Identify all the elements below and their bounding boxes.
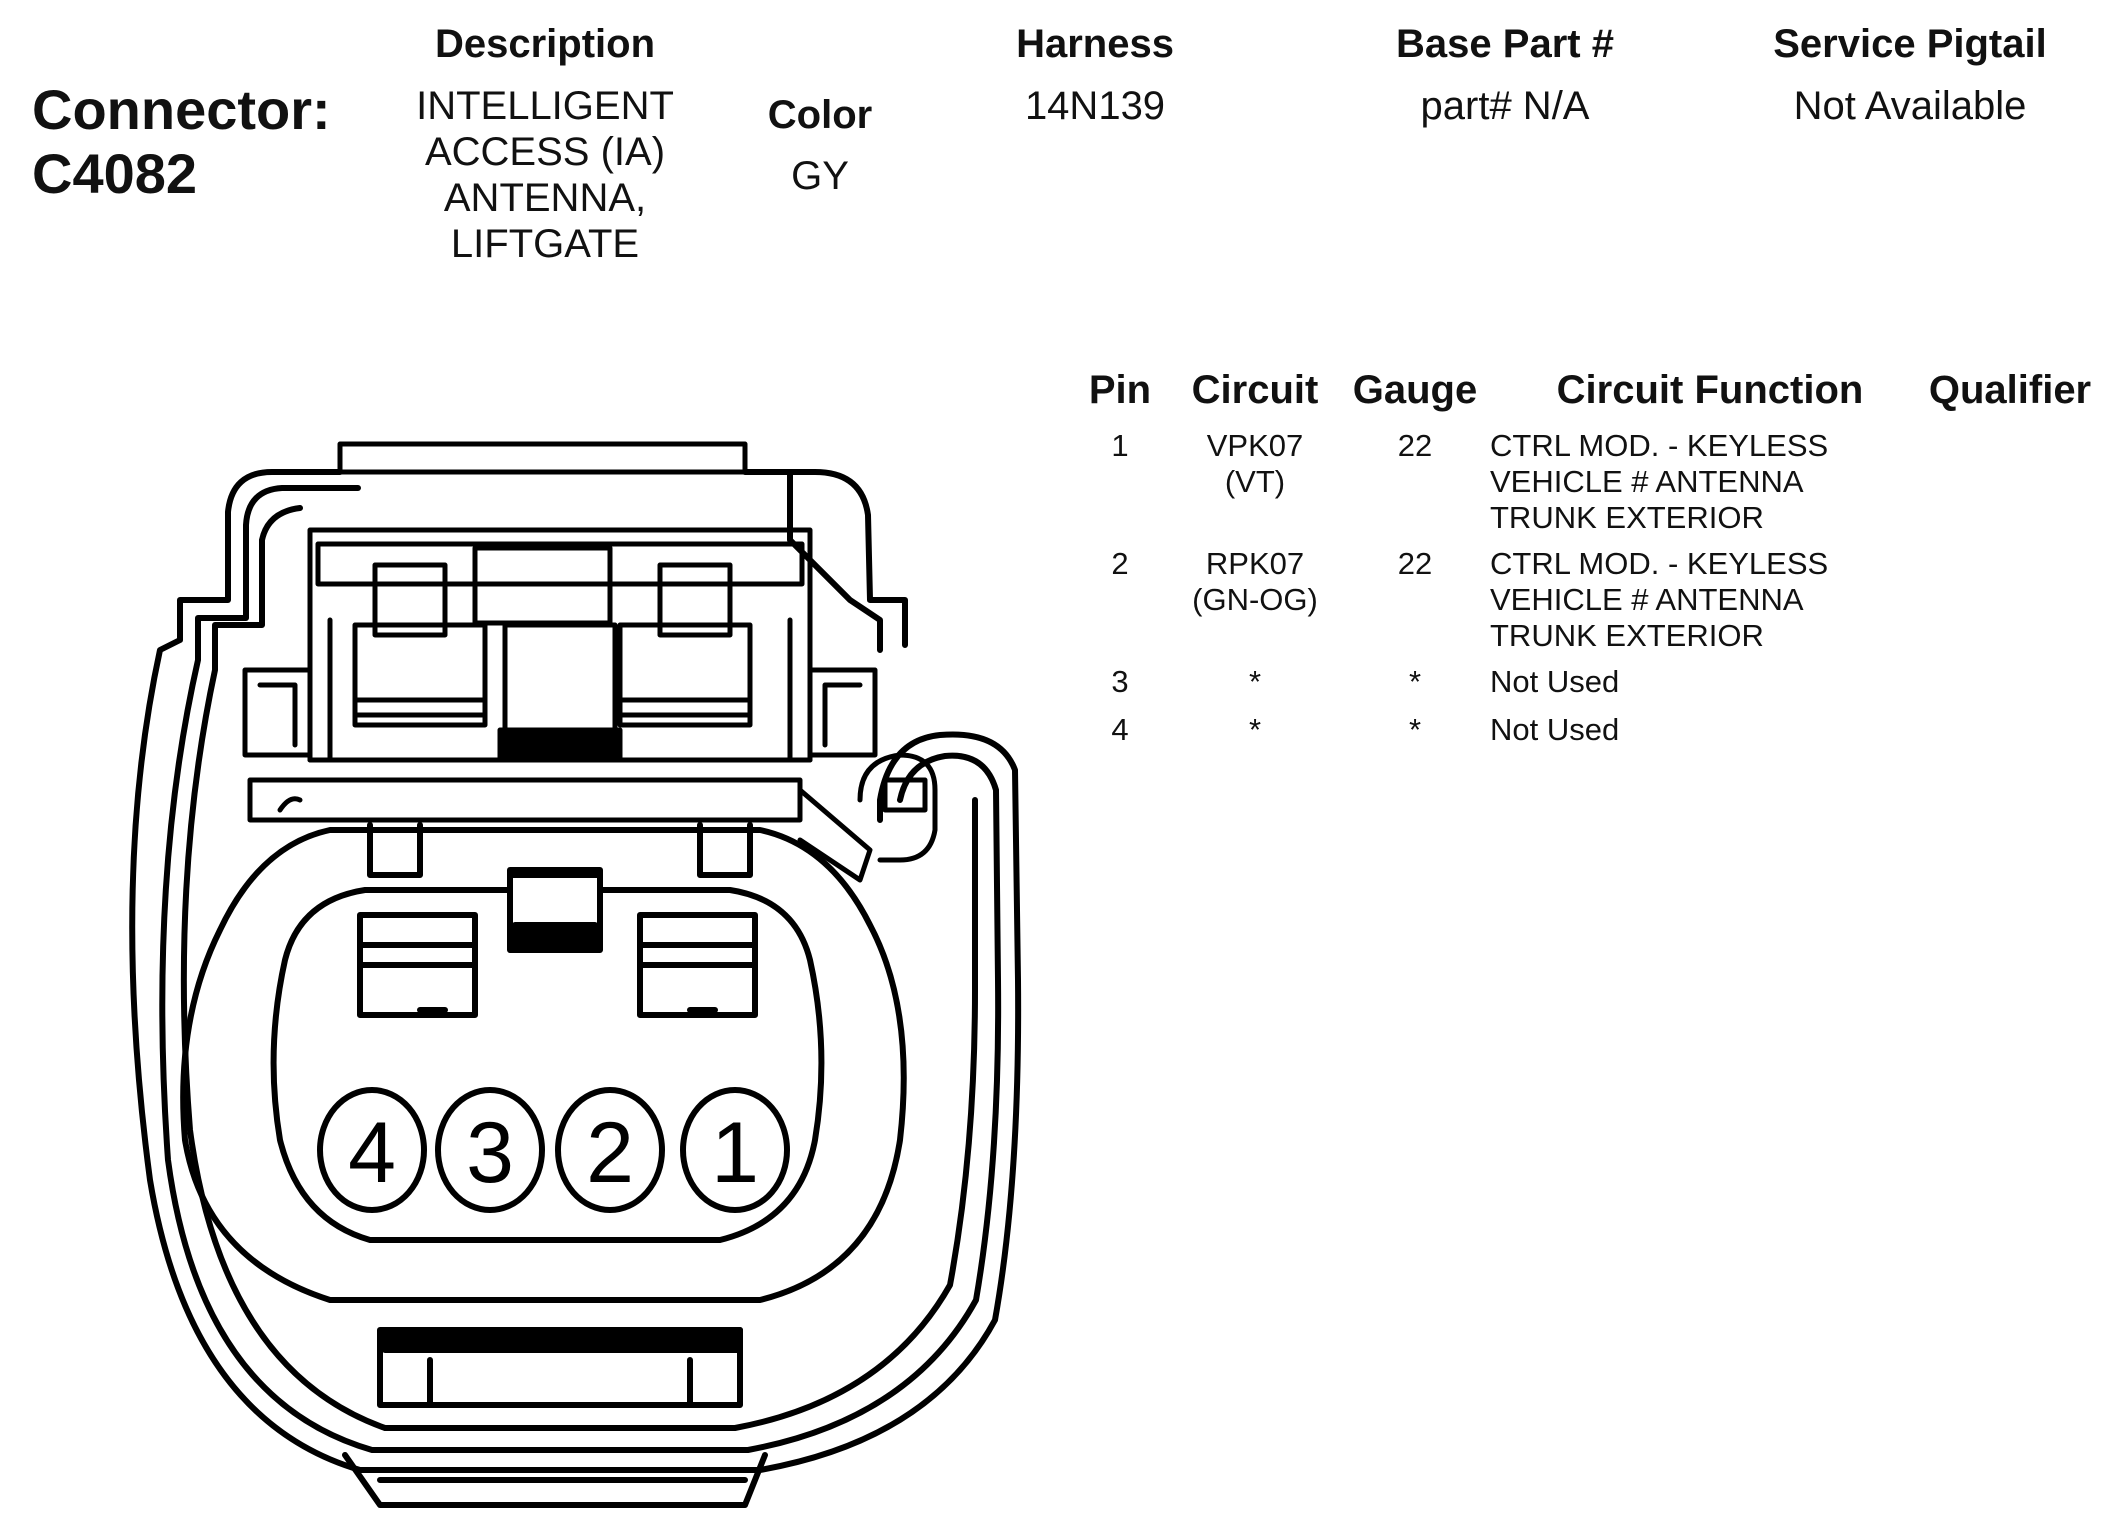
- connector-title: Connector: C4082: [32, 78, 331, 206]
- pin-4-label: 4: [348, 1105, 396, 1201]
- column-header-circuit-function: Circuit Function: [1556, 368, 1864, 412]
- connector-id: C4082: [32, 142, 198, 205]
- color-header: Color: [767, 93, 873, 137]
- function-cell: CTRL MOD. - KEYLESS VEHICLE # ANTENNA TR…: [1490, 428, 1920, 536]
- harness-value: 14N139: [1024, 84, 1166, 128]
- pin-4-circle: [317, 1087, 427, 1213]
- description-line: LIFTGATE: [450, 222, 640, 266]
- connector-label: Connector:: [32, 78, 331, 141]
- terminal-block: [242, 527, 878, 823]
- circuit-line: (VT): [1224, 464, 1286, 499]
- pin-3-circle: [435, 1087, 545, 1213]
- column-header-qualifier: Qualifier: [1928, 368, 2092, 412]
- circuit-cell: *: [1248, 664, 1262, 699]
- harness-header: Harness: [1016, 22, 1174, 66]
- column-header-gauge: Gauge: [1352, 368, 1478, 412]
- pin-cell: 3: [1111, 664, 1129, 699]
- description-line: INTELLIGENT: [416, 84, 674, 128]
- gauge-cell: *: [1408, 664, 1422, 699]
- function-line: TRUNK EXTERIOR: [1490, 500, 1764, 535]
- side-latch: [797, 752, 938, 883]
- function-line: VEHICLE # ANTENNA: [1490, 582, 1804, 617]
- base-part-value: part# N/A: [1420, 84, 1590, 128]
- service-pigtail-header: Service Pigtail: [1773, 22, 2047, 66]
- description-value: INTELLIGENT ACCESS (IA) ANTENNA, LIFTGAT…: [400, 83, 690, 267]
- function-line: CTRL MOD. - KEYLESS: [1490, 546, 1829, 581]
- column-header-circuit: Circuit: [1191, 368, 1319, 412]
- function-cell: Not Used: [1490, 664, 1620, 699]
- pin-cell: 2: [1111, 546, 1129, 581]
- pin-2-circle: [555, 1087, 665, 1213]
- circuit-cell: *: [1248, 712, 1262, 747]
- circuit-line: RPK07: [1205, 546, 1305, 581]
- function-line: CTRL MOD. - KEYLESS: [1490, 428, 1829, 463]
- description-line: ACCESS (IA): [424, 130, 666, 174]
- gauge-cell: 22: [1397, 546, 1433, 581]
- circuit-cell: VPK07 (VT): [1170, 428, 1340, 500]
- pin-markers: [317, 1087, 790, 1213]
- pin-1-label: 1: [711, 1105, 759, 1201]
- base-part-header: Base Part #: [1396, 22, 1614, 66]
- description-header: Description: [434, 22, 656, 66]
- pin-1-circle: [680, 1087, 790, 1213]
- gauge-cell: *: [1408, 712, 1422, 747]
- function-cell: CTRL MOD. - KEYLESS VEHICLE # ANTENNA TR…: [1490, 546, 1920, 654]
- service-pigtail-value: Not Available: [1793, 84, 2027, 128]
- column-header-pin: Pin: [1088, 368, 1152, 412]
- pin-cavity: [180, 822, 907, 1303]
- pin-cell: 4: [1111, 712, 1129, 747]
- circuit-line: (GN-OG): [1192, 582, 1318, 617]
- color-value: GY: [791, 154, 849, 198]
- pin-2-label: 2: [586, 1105, 634, 1201]
- housing-outline: [129, 469, 1022, 1473]
- description-line: ANTENNA,: [443, 176, 647, 220]
- circuit-cell: RPK07 (GN-OG): [1170, 546, 1340, 618]
- bottom-tab: [342, 1327, 768, 1508]
- function-line: TRUNK EXTERIOR: [1490, 618, 1764, 653]
- pin-3-label: 3: [466, 1105, 514, 1201]
- top-latch: [337, 441, 748, 475]
- pin-cell: 1: [1111, 428, 1129, 463]
- function-cell: Not Used: [1490, 712, 1620, 747]
- circuit-line: VPK07: [1206, 428, 1304, 463]
- gauge-cell: 22: [1397, 428, 1433, 463]
- function-line: VEHICLE # ANTENNA: [1490, 464, 1804, 499]
